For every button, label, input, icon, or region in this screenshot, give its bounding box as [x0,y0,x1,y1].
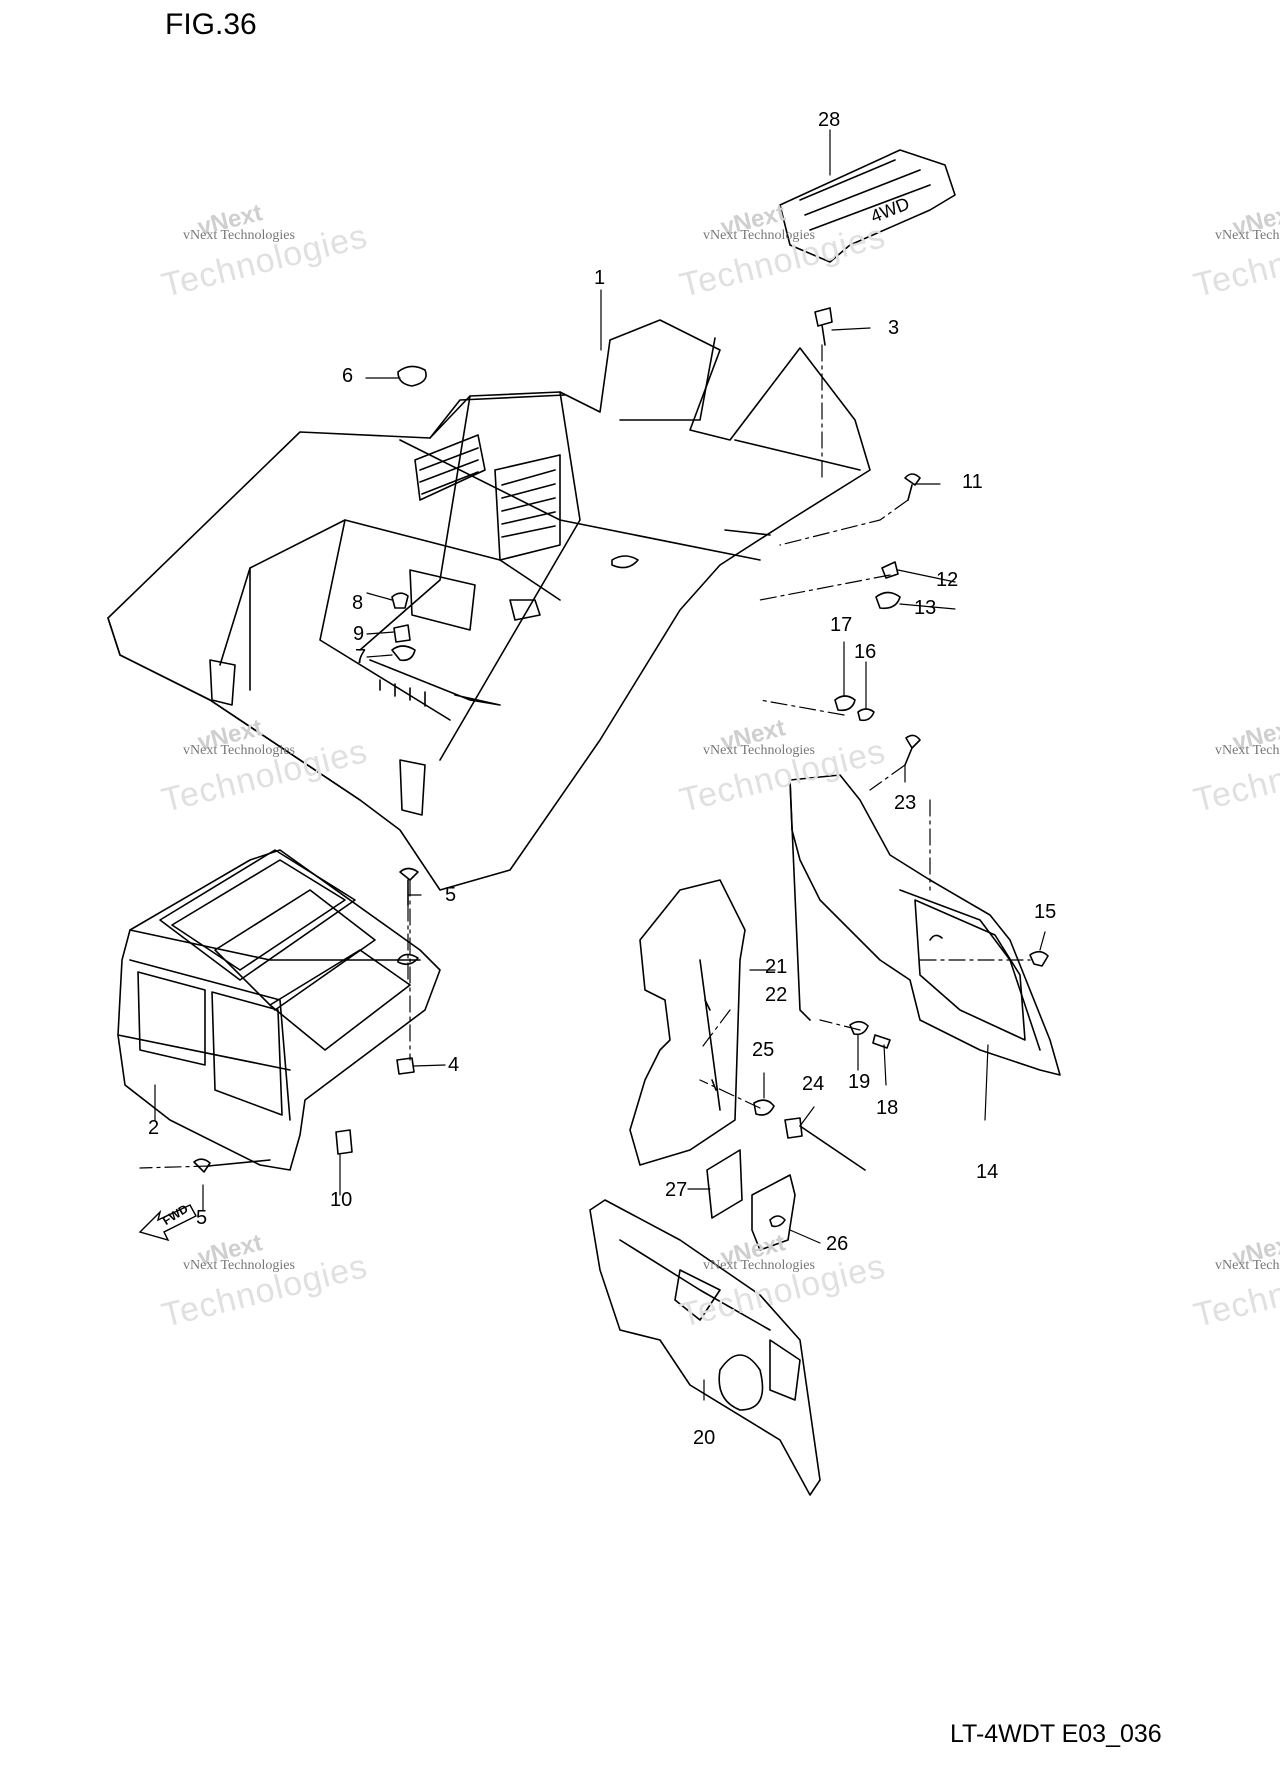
front-cover-part-2 [117,849,441,1171]
callout-13: 13 [914,597,937,619]
callout-21: 21 [765,956,788,978]
watermark-company: vNext Technologies [703,1258,815,1273]
callout-10: 10 [330,1189,353,1211]
watermark-company: vNext Technologies [1215,228,1280,243]
callout-16: 16 [854,641,877,663]
callout-26: 26 [826,1233,849,1255]
callout-9: 9 [353,623,365,645]
figure-title: FIG.36 [165,8,257,41]
watermark-company: vNext Technologies [1215,743,1280,758]
model-code: LT-4WDT E03_036 [950,1720,1162,1748]
watermark-company: vNext Technologies [183,743,295,758]
callout-14: 14 [976,1161,999,1183]
callout-8: 8 [352,592,364,614]
callout-22: 22 [765,984,788,1006]
watermark-company: vNext Technologies [183,1258,295,1273]
callout-25: 25 [752,1039,775,1061]
callout-11: 11 [962,471,983,493]
callout-15: 15 [1034,901,1057,923]
callout-19: 19 [848,1071,871,1093]
callout-5-top: 5 [445,884,457,906]
callout-7: 7 [355,646,367,668]
callout-18: 18 [876,1097,899,1119]
callout-5-bottom: 5 [196,1207,208,1229]
callout-6: 6 [342,365,354,387]
watermark-company: vNext Technologies [1215,1258,1280,1273]
callout-12: 12 [936,569,959,591]
callout-27: 27 [665,1179,688,1201]
mud-guard-part-14 [789,774,1061,1076]
callout-28: 28 [818,109,841,131]
inner-guard-part-21-22 [629,879,746,1166]
callout-17: 17 [830,614,853,636]
callout-2: 2 [148,1117,160,1139]
callout-3: 3 [888,317,900,339]
callout-23: 23 [894,792,917,814]
fwd-label: FWD [160,1201,191,1228]
watermark-company: vNext Technologies [183,228,295,243]
watermark-company: vNext Technologies [703,228,815,243]
callout-4: 4 [448,1054,460,1076]
splash-guard-part-20 [589,1199,821,1496]
callout-20: 20 [693,1427,716,1449]
callout-24: 24 [802,1073,825,1095]
watermark-company: vNext Technologies [703,743,815,758]
callout-1: 1 [594,267,606,289]
